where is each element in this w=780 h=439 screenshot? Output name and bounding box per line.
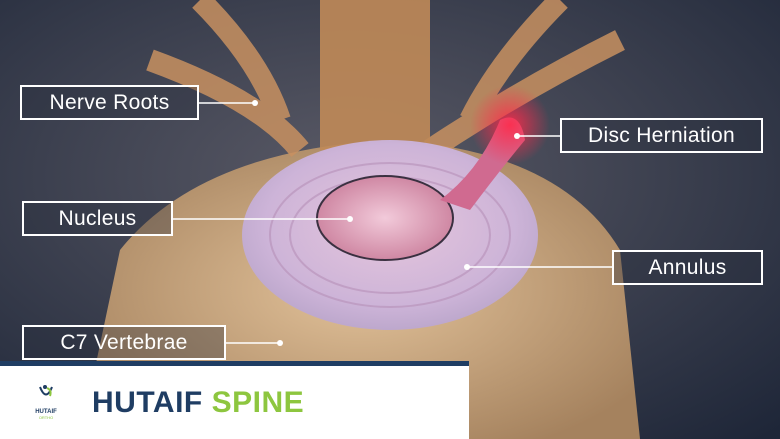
leader-lines bbox=[172, 102, 612, 344]
label-c7-vertebrae: C7 Vertebrae bbox=[22, 325, 226, 360]
label-nerve-roots: Nerve Roots bbox=[20, 85, 199, 120]
label-annulus: Annulus bbox=[612, 250, 763, 285]
brand-title: HUTAIF SPINE bbox=[92, 386, 304, 420]
brand-spine: SPINE bbox=[211, 386, 305, 419]
nucleus-shape bbox=[316, 175, 454, 261]
logo-text: HUTAIF bbox=[35, 409, 57, 415]
spinal-cord-shape bbox=[320, 0, 430, 150]
label-disc-herniation: Disc Herniation bbox=[560, 118, 763, 153]
label-nucleus: Nucleus bbox=[22, 201, 173, 236]
marker-dots bbox=[252, 100, 520, 346]
logo-figure-icon bbox=[39, 385, 53, 397]
hutaif-ortho-logo: HUTAIF ORTHO bbox=[30, 384, 62, 420]
logo-subtext: ORTHO bbox=[38, 415, 54, 420]
brand-name: HUTAIF bbox=[92, 386, 203, 419]
brand-panel: HUTAIF ORTHO HUTAIF SPINE bbox=[0, 361, 469, 439]
